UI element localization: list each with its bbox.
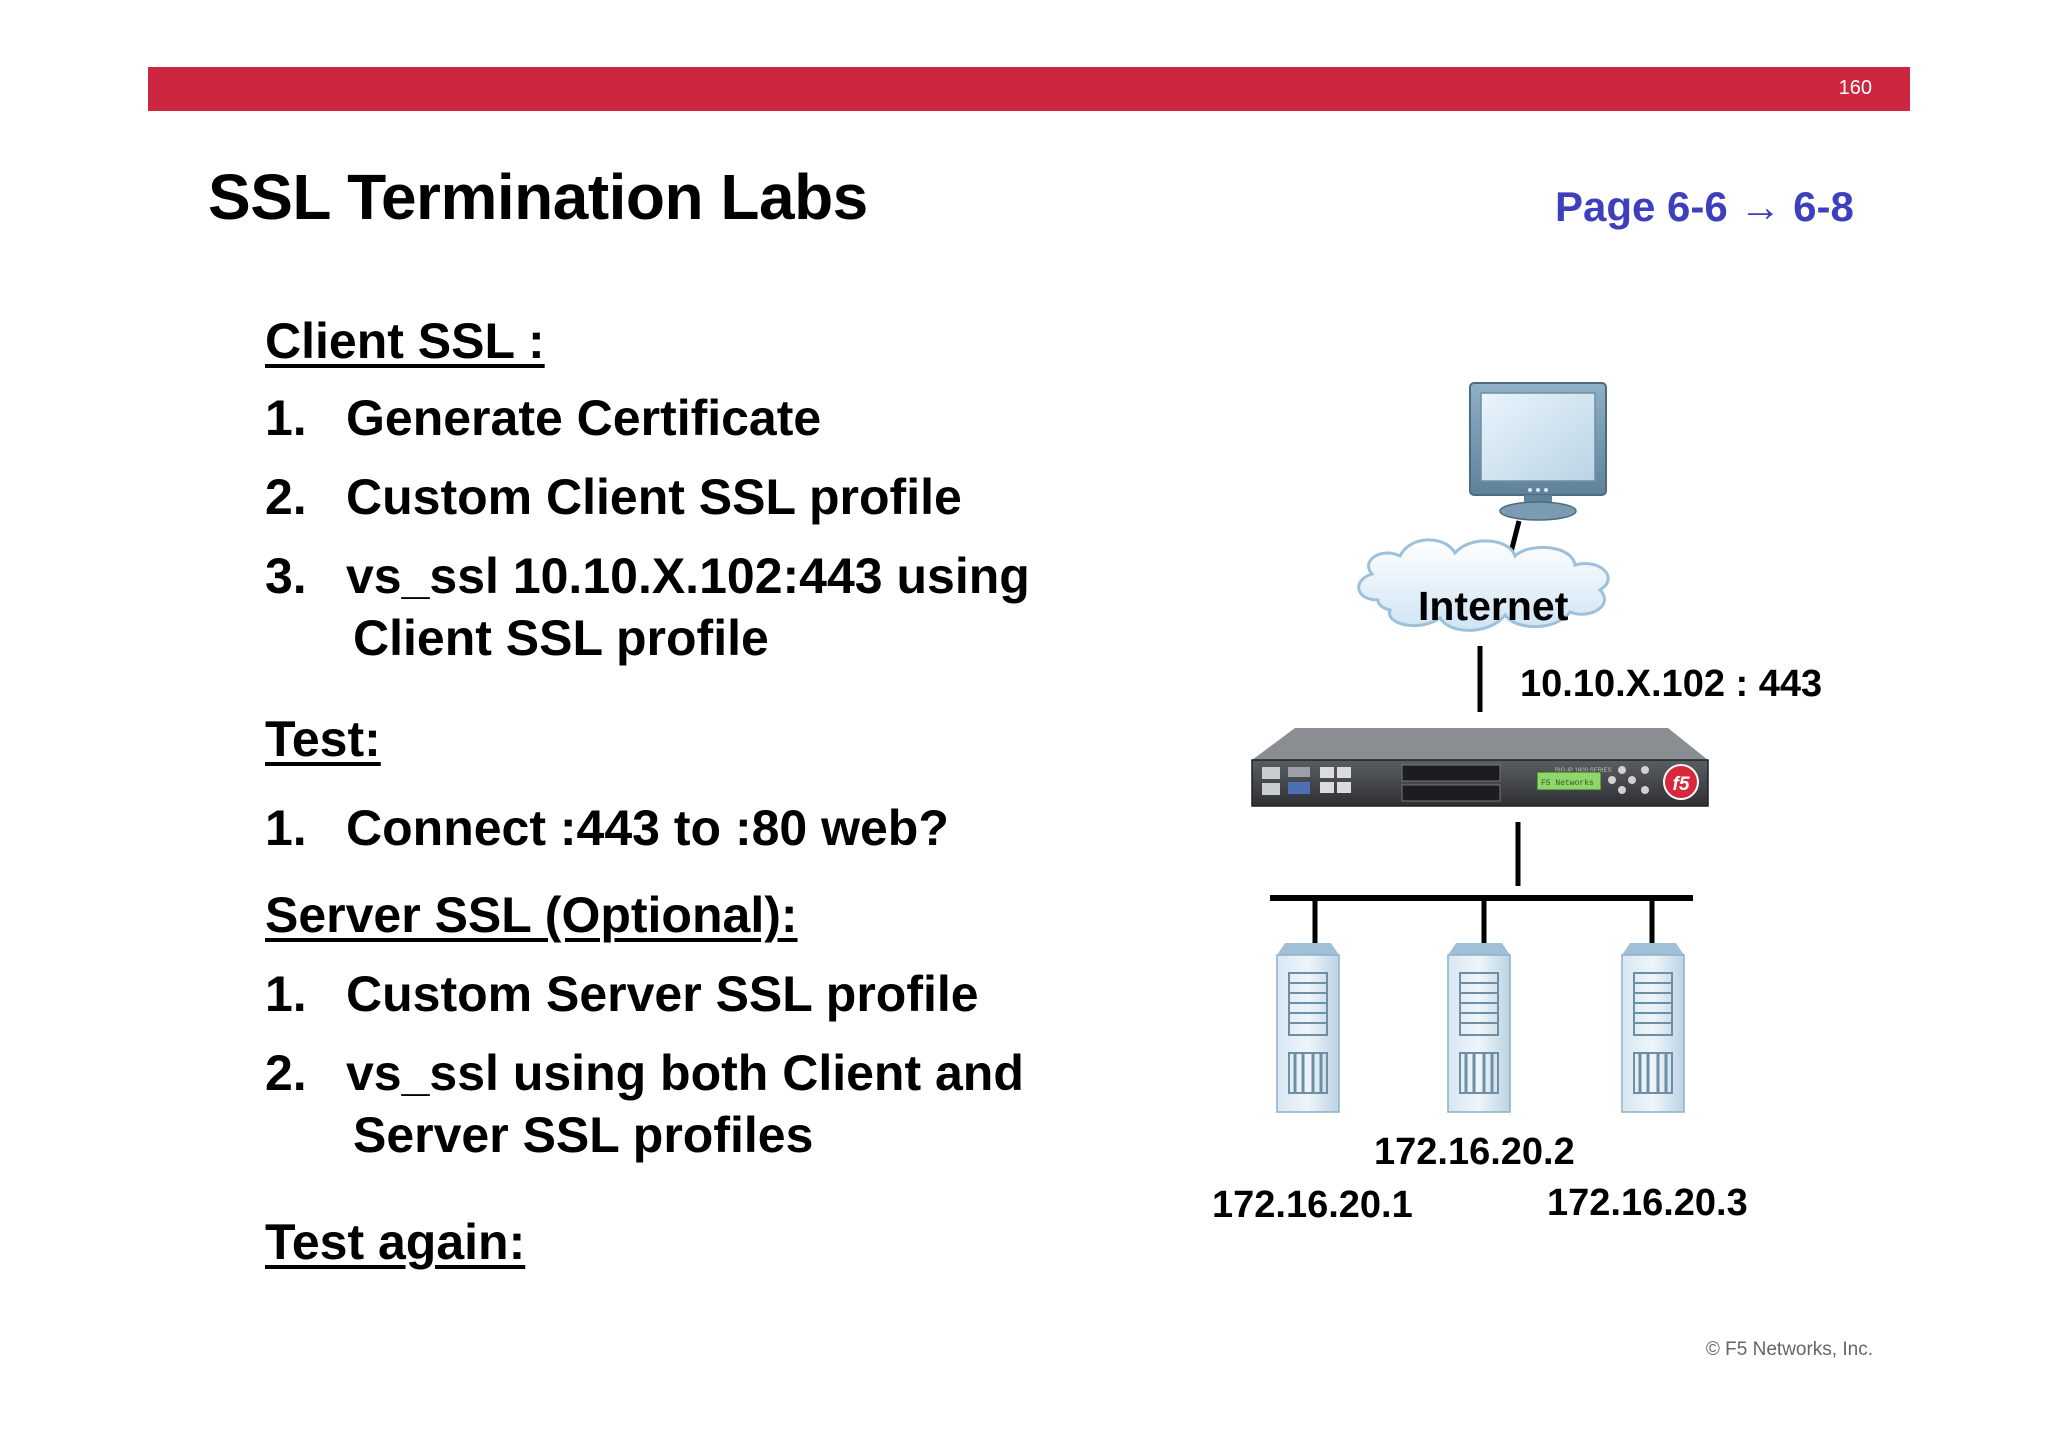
item-number: 2. [265, 1045, 307, 1101]
server-1-ip-label: 172.16.20.1 [1212, 1184, 1413, 1226]
page-number: 160 [1838, 77, 1872, 99]
client-ssl-item-2: 2. Custom Client SSL profile [265, 466, 962, 528]
appliance-lcd-text: F5 Networks [1541, 779, 1594, 788]
item-continuation: Server SSL profiles [353, 1107, 814, 1163]
test-item-1: 1. Connect :443 to :80 web? [265, 797, 949, 859]
item-text: Connect :443 to :80 web? [346, 800, 949, 856]
item-number: 3. [265, 548, 307, 604]
slide-title: SSL Termination Labs [208, 161, 868, 233]
page-reference: Page 6-6 → 6-8 [1555, 183, 1854, 230]
item-number: 1. [265, 966, 307, 1022]
appliance-model-label: BIG-IP 1600 SERIES [1555, 768, 1612, 774]
test-heading: Test: [265, 711, 381, 767]
internet-cloud-icon [1357, 538, 1610, 632]
item-text: Generate Certificate [346, 390, 822, 446]
vip-address-label: 10.10.X.102 : 443 [1520, 663, 1823, 705]
server-icon [1447, 943, 1511, 1113]
server-ssl-item-2: 2. vs_ssl using both Client and Server SS… [265, 1042, 1024, 1166]
item-text: vs_ssl using both Client and [346, 1045, 1024, 1101]
internet-label: Internet [1418, 583, 1569, 629]
client-ssl-item-1: 1. Generate Certificate [265, 387, 821, 449]
copyright-notice: © F5 Networks, Inc. [1705, 1339, 1873, 1360]
item-number: 1. [265, 390, 307, 446]
item-text: Custom Server SSL profile [346, 966, 979, 1022]
bigip-appliance-icon: BIG-IP 1600 SERIES F5 Networks f5 [1251, 728, 1709, 807]
server-icon [1621, 943, 1685, 1113]
item-text: Custom Client SSL profile [346, 469, 962, 525]
header-bar: 160 [148, 67, 1910, 111]
workstation-monitor-icon [1469, 382, 1607, 521]
client-ssl-item-3: 3. vs_ssl 10.10.X.102:443 using Client SS… [265, 545, 1030, 669]
f5-logo-text: f5 [1673, 774, 1690, 795]
server-2-ip-label: 172.16.20.2 [1374, 1131, 1575, 1173]
test-again-heading: Test again: [265, 1214, 526, 1270]
server-3-ip-label: 172.16.20.3 [1547, 1182, 1748, 1224]
item-text: vs_ssl 10.10.X.102:443 using [346, 548, 1030, 604]
item-continuation: Client SSL profile [353, 610, 769, 666]
server-ssl-heading: Server SSL (Optional): [265, 887, 798, 943]
client-ssl-heading: Client SSL : [265, 313, 545, 369]
server-ssl-item-1: 1. Custom Server SSL profile [265, 963, 979, 1025]
item-number: 1. [265, 800, 307, 856]
server-icon [1276, 943, 1340, 1113]
item-number: 2. [265, 469, 307, 525]
